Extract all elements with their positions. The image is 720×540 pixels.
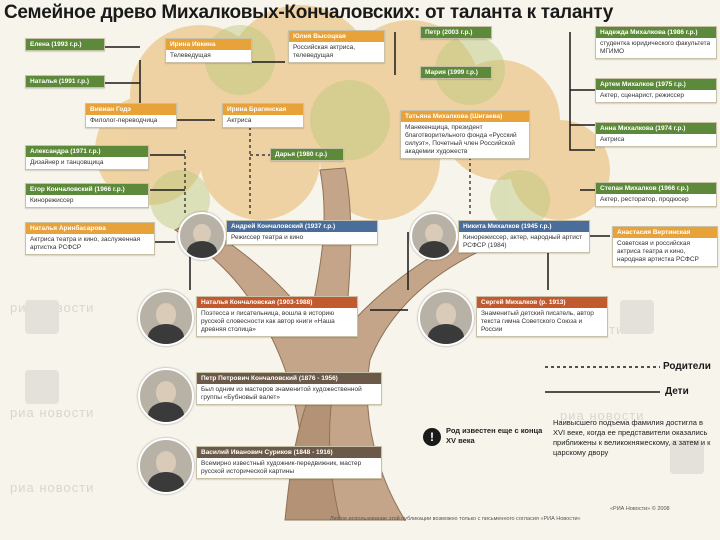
node-alexandra: Александра (1971 г.р.) Дизайнер и танцов… (25, 145, 149, 170)
node-irina-braginskaya: Ирина Брагинская Актриса (222, 103, 304, 128)
node-vasily-surikov: Василий Иванович Суриков (1848 - 1916) В… (196, 446, 382, 479)
node-irina-ivkina: Ирина Ивкина Телеведущая (165, 38, 252, 63)
portrait-petr-konchalovsky (138, 368, 194, 424)
node-artem-mikhalkov: Артем Михалков (1975 г.р.) Актер, сценар… (595, 78, 717, 103)
node-elena: Елена (1993 г.р.) (25, 38, 105, 51)
node-yulia-vysotskaya: Юлия Высоцкая Российская актриса, телеве… (288, 30, 385, 63)
node-tatiana-mikhalkova: Татьяна Михалкова (Шигаева) Манекенщица,… (400, 110, 530, 159)
page-title: Семейное древо Михалковых-Кончаловских: … (4, 2, 614, 23)
watermark-text: риа новости (560, 408, 645, 423)
legend-parents: Родители (663, 361, 711, 372)
node-stepan-mikhalkov: Степан Михалков (1966 г.р.) Актер, ресто… (595, 182, 717, 207)
footer-copyright-notice: Любое использование этой публикации возм… (330, 516, 581, 522)
node-maria: Мария (1999 г.р.) (420, 66, 492, 79)
portrait-andrei-konchalovsky (178, 212, 226, 260)
ria-logo-icon (25, 370, 59, 404)
node-petr-konchalovsky: Петр Петрович Кончаловский (1876 - 1956)… (196, 372, 382, 405)
node-vivian-gode: Вивиан Годэ Филолог-переводчица (85, 103, 177, 128)
portrait-nikita-mikhalkov (410, 212, 458, 260)
node-natalia: Наталья (1991 г.р.) (25, 75, 105, 88)
portrait-sergei-mikhalkov (418, 290, 474, 346)
node-anna-mikhalkova: Анна Михалкова (1974 г.р.) Актриса (595, 122, 717, 147)
watermark-text: риа новости (10, 405, 95, 420)
ria-logo-icon (670, 440, 704, 474)
node-natalia-arinbasarova: Наталья Аринбасарова Актриса театра и ки… (25, 222, 155, 255)
watermark-text: риа новости (10, 480, 95, 495)
node-nadezhda-mikhalkova: Надежда Михалкова (1986 г.р.) студентка … (595, 26, 717, 59)
node-nikita-mikhalkov: Никита Михалков (1945 г.р.) Кинорежиссер… (458, 220, 590, 253)
node-andrei-konchalovsky: Андрей Кончаловский (1937 г.р.) Режиссер… (226, 220, 378, 245)
note-family-origin: Род известен еще с конца XV века (446, 426, 543, 445)
footer-ria-credit: «РИА Новости» © 2008 (610, 506, 670, 512)
legend-children: Дети (665, 386, 689, 397)
node-daria: Дарья (1980 г.р.) (270, 148, 344, 161)
note-family-history: Наивысшего подъема фамилия достигла в XV… (553, 418, 711, 457)
node-natalia-konchalovskaya: Наталья Кончаловская (1903-1988) Поэтесс… (196, 296, 358, 337)
node-sergei-mikhalkov: Сергей Михалков (р. 1913) Знаменитый дет… (476, 296, 608, 337)
portrait-natalia-konchalovskaya (138, 290, 194, 346)
node-petr: Петр (2003 г.р.) (420, 26, 492, 39)
portrait-vasily-surikov (138, 438, 194, 494)
ria-logo-icon (25, 300, 59, 334)
node-anastasia-vertinskaya: Анастасия Вертинская Советская и российс… (612, 226, 718, 267)
exclamation-icon: ! (423, 428, 441, 446)
node-egor-konchalovsky: Егор Кончаловский (1966 г.р.) Кинорежисс… (25, 183, 149, 208)
ria-logo-icon (620, 300, 654, 334)
